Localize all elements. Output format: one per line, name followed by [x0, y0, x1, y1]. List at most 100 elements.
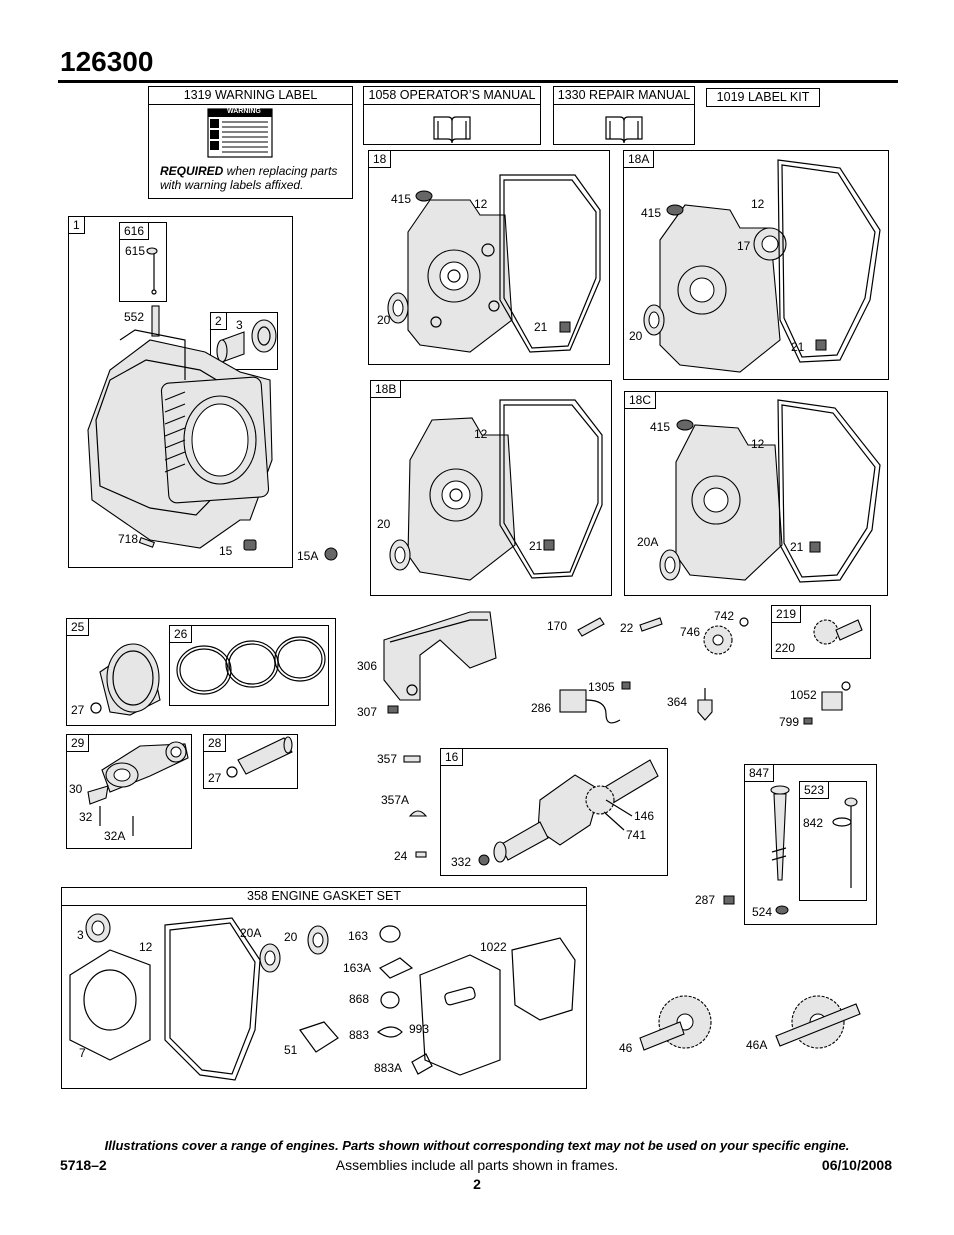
frame-616: 616: [119, 222, 167, 302]
part-20-label: 20: [629, 329, 643, 343]
frame-847-label: 847: [745, 765, 775, 782]
part-170: [577, 617, 605, 637]
frame-28: 28: [203, 734, 298, 789]
footer-assemblies: Assemblies include all parts shown in fr…: [335, 1157, 619, 1173]
engine-block: [87, 329, 273, 549]
frame-18c: 18C: [624, 391, 888, 596]
part-22-label: 22: [620, 621, 634, 635]
title-rule: [58, 80, 898, 83]
gasket-3-label: 3: [77, 928, 84, 942]
frame-523: 523: [799, 781, 867, 901]
frame-26: 26: [169, 625, 329, 706]
frame-18c-label: 18C: [625, 392, 657, 409]
operators-manual-box: 1058 OPERATOR’S MANUAL: [363, 86, 541, 145]
page-title: 126300: [60, 46, 154, 77]
part-332-label: 332: [451, 855, 472, 869]
frame-25: 25: [66, 618, 336, 726]
frame-16: 16: [440, 748, 668, 876]
frame-26-label: 26: [170, 626, 193, 643]
warning-word: WARNING: [227, 108, 261, 115]
part-307: [387, 705, 399, 714]
frame-1: 1: [68, 216, 293, 568]
part-742: [739, 617, 749, 627]
repair-manual-title: 1330 REPAIR MANUAL: [554, 87, 694, 105]
warning-label-box: 1319 WARNING LABEL: [148, 86, 353, 199]
part-22: [639, 617, 663, 632]
frame-219: 219: [771, 605, 871, 659]
part-15a-label: 15A: [297, 549, 319, 563]
part-799-label: 799: [779, 715, 800, 729]
gasket-51-label: 51: [284, 1043, 298, 1057]
part-21-label: 21: [534, 320, 548, 334]
frame-1-label: 1: [69, 217, 85, 234]
blower-housing-306: [383, 611, 497, 701]
crankcase-cover-18a: [643, 159, 881, 373]
frame-16-label: 16: [441, 749, 464, 766]
module-286: [559, 689, 621, 724]
gear-746: [703, 625, 733, 655]
gasket-set-frame: 358 ENGINE GASKET SET: [61, 887, 587, 1089]
gasket-7-label: 7: [79, 1046, 86, 1060]
part-12-label: 12: [751, 437, 765, 451]
wrist-pin-28: [226, 736, 293, 778]
crankcase-cover-18b: [389, 399, 603, 581]
part-46a-label: 46A: [746, 1038, 768, 1052]
part-12-label: 12: [474, 197, 488, 211]
frame-18-label: 18: [369, 151, 392, 168]
gasket-883-label: 883: [349, 1028, 370, 1042]
page-number: 2: [473, 1176, 481, 1192]
part-170-label: 170: [547, 619, 568, 633]
dipstick-847: [770, 785, 858, 915]
part-718-label: 718: [118, 532, 139, 546]
part-357-label: 357: [377, 752, 398, 766]
part-21-label: 21: [790, 540, 804, 554]
part-286-label: 286: [531, 701, 552, 715]
part-30-label: 30: [69, 782, 83, 796]
frame-847: 847: [744, 764, 877, 925]
frame-523-label: 523: [800, 782, 830, 799]
part-524-label: 524: [752, 905, 773, 919]
camshaft-46: [639, 995, 712, 1051]
part-20-label: 20: [377, 313, 391, 327]
part-552-label: 552: [124, 310, 145, 324]
part-12-label: 12: [751, 197, 765, 211]
part-307-label: 307: [357, 705, 378, 719]
part-1052: [821, 681, 851, 711]
part-27-label: 27: [208, 771, 222, 785]
part-842-label: 842: [803, 816, 824, 830]
crankcase-cover-18c: [659, 399, 881, 583]
frame-18b-label: 18B: [371, 381, 402, 398]
part-2-bushing: [216, 319, 277, 363]
repair-manual-box: 1330 REPAIR MANUAL: [553, 86, 695, 145]
frame-219-label: 219: [772, 606, 802, 623]
frame-2: 2: [210, 312, 278, 370]
part-24: [415, 851, 427, 858]
part-146-label: 146: [634, 809, 655, 823]
part-15: [243, 539, 257, 551]
piston-25: [90, 643, 161, 716]
frame-29-label: 29: [67, 735, 90, 752]
part-21-label: 21: [791, 340, 805, 354]
footer-code: 5718–2: [60, 1157, 107, 1173]
connecting-rod-29: [87, 741, 189, 836]
part-21-label: 21: [529, 539, 543, 553]
required-text: when replacing parts with warning labels…: [160, 164, 338, 192]
part-799: [803, 717, 813, 725]
part-615-pin: [146, 247, 158, 295]
gasket-set-parts: [69, 913, 576, 1081]
part-552: [151, 305, 160, 337]
gasket-163-label: 163: [348, 929, 369, 943]
gasket-883a-label: 883A: [374, 1061, 403, 1075]
part-15-label: 15: [219, 544, 233, 558]
frame-18b: 18B: [370, 380, 612, 596]
footer-disclaimer: Illustrations cover a range of engines. …: [104, 1138, 850, 1153]
crankshaft-16: [478, 759, 659, 866]
part-32-label: 32: [79, 810, 93, 824]
part-20-label: 20: [377, 517, 391, 531]
part-1305: [621, 681, 631, 690]
frame-2-label: 2: [211, 313, 227, 330]
frame-18a: 18A: [623, 150, 889, 380]
piston-rings-26: [176, 636, 326, 695]
